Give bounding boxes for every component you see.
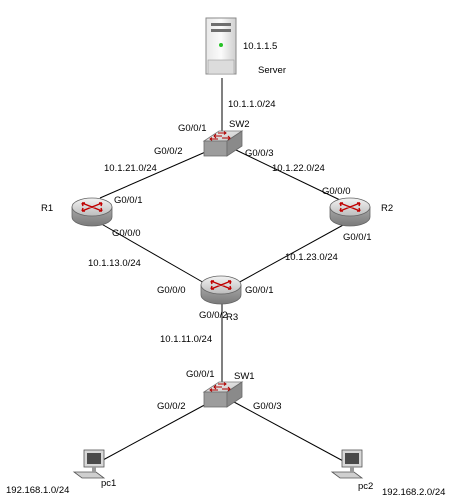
switch-arrows-icon [209, 382, 231, 392]
link-r1-r3-network: 10.1.13.0/24 [88, 258, 141, 269]
pc1-computer[interactable] [72, 449, 106, 479]
pc1-name-label: pc1 [101, 478, 116, 489]
sw1-port-g001: G0/0/1 [186, 369, 215, 380]
pc2-computer[interactable] [330, 449, 364, 479]
labels: 10.1.1.5 Server 10.1.1.0/24 G0/0/1 SW2 G… [6, 41, 445, 498]
r1-port-g001: G0/0/1 [114, 195, 143, 206]
sw2-switch[interactable] [202, 130, 244, 157]
link-sw2-r1-network: 10.1.21.0/24 [104, 163, 157, 174]
r3-router[interactable] [200, 275, 242, 305]
server-device[interactable] [205, 17, 237, 75]
links [97, 78, 346, 463]
switch-arrows-icon [209, 131, 231, 141]
r2-port-g000: G0/0/0 [322, 186, 351, 197]
link-r1-r3 [97, 221, 207, 285]
link-r2-r3-network: 10.1.23.0/24 [285, 252, 338, 263]
r2-router[interactable] [329, 197, 371, 227]
server-ip-label: 10.1.1.5 [243, 41, 277, 52]
r2-name-label: R2 [381, 203, 393, 214]
router-arrows-icon [81, 202, 103, 212]
r3-port-g002: G0/0/2 [199, 310, 228, 321]
pc1-network-label: 192.168.1.0/24 [6, 485, 69, 496]
sw1-port-g002: G0/0/2 [157, 401, 186, 412]
r3-port-g000: G0/0/0 [157, 285, 186, 296]
sw1-port-g003: G0/0/3 [253, 401, 282, 412]
r3-name-label: R3 [226, 312, 238, 323]
sw2-name-label: SW2 [229, 119, 250, 130]
link-sw2-r2-network: 10.1.22.0/24 [272, 163, 325, 174]
sw2-port-g002: G0/0/2 [154, 146, 183, 157]
sw2-port-g001: G0/0/1 [178, 123, 207, 134]
link-sw1-pc1 [102, 401, 211, 461]
r2-port-g001: G0/0/1 [343, 232, 372, 243]
sw1-name-label: SW1 [234, 371, 255, 382]
r1-port-g000: G0/0/0 [112, 228, 141, 239]
link-sw2-r1 [99, 149, 211, 199]
pc2-network-label: 192.168.2.0/24 [382, 487, 445, 498]
link-sw1-pc2 [233, 401, 346, 463]
router-arrows-icon [339, 202, 361, 212]
r1-router[interactable] [71, 197, 113, 227]
sw1-switch[interactable] [202, 381, 244, 408]
r1-name-label: R1 [41, 203, 53, 214]
status-led-icon [219, 43, 223, 47]
r3-port-g001: G0/0/1 [245, 285, 274, 296]
server-name-label: Server [258, 65, 286, 76]
link-r3-sw1-network: 10.1.11.0/24 [160, 334, 212, 345]
sw2-port-g003: G0/0/3 [245, 148, 274, 159]
link-r2-r3 [235, 223, 346, 285]
link-sw2-r2 [235, 149, 341, 201]
router-arrows-icon [210, 280, 232, 290]
link-server-sw2-network: 10.1.1.0/24 [228, 99, 276, 110]
pc2-name-label: pc2 [358, 481, 373, 492]
